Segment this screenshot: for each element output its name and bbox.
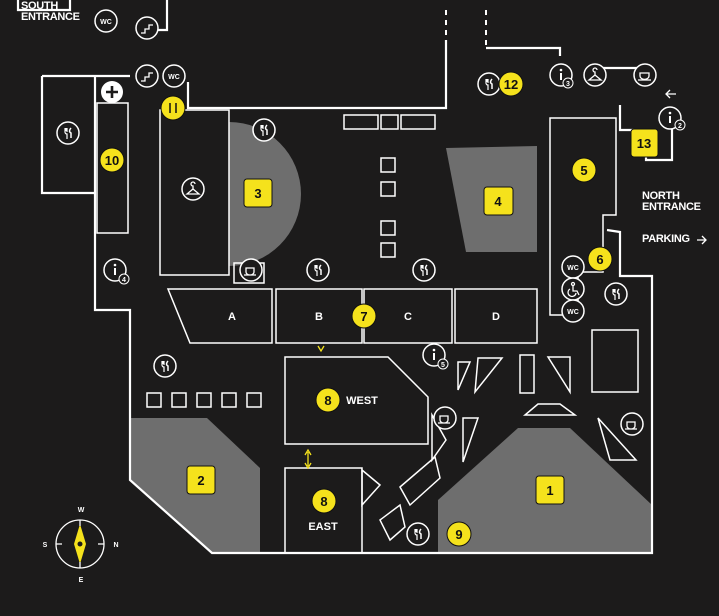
entrance-lines <box>445 10 487 46</box>
toilet-icon <box>94 9 118 33</box>
restaurant-icon <box>412 258 436 282</box>
restaurant-icon <box>153 354 177 378</box>
room-b-label: B <box>315 311 323 323</box>
cafe-icon <box>433 406 457 430</box>
toilet-icon: WC <box>100 19 112 26</box>
toilet-icon: WC <box>567 265 579 272</box>
hall-3-label: 3 <box>254 186 261 201</box>
exhibition-zones <box>130 122 652 553</box>
compass-e-label: E <box>79 577 84 584</box>
hall-7-label: 7 <box>360 309 367 324</box>
arrow-icon <box>665 89 676 99</box>
toilet-icon <box>162 64 186 88</box>
north-entrance-line1: NORTH <box>642 190 680 202</box>
compass-n-label: N <box>113 542 118 549</box>
hall-4-label: 4 <box>494 194 502 209</box>
compass-s-label: S <box>43 542 48 549</box>
restaurant-icon <box>56 121 80 145</box>
north-entrance-line2: ENTRANCE <box>642 201 701 213</box>
stairs-icon <box>135 16 159 40</box>
parking-label[interactable]: PARKING <box>642 233 690 245</box>
south-entrance-line2: ENTRANCE <box>21 11 80 23</box>
hall-east-label: EAST <box>308 521 338 533</box>
south-entrance-label[interactable]: SOUTH ENTRANCE <box>21 1 80 23</box>
toilet-icon: WC <box>168 74 180 81</box>
hall-8-west-number: 8 <box>324 393 331 408</box>
toilet-icon: WC <box>567 309 579 316</box>
info-icon: 2 <box>668 111 686 131</box>
hall-2-label: 2 <box>197 473 204 488</box>
svg-text:2: 2 <box>678 123 682 130</box>
info-icon: 3 <box>559 68 574 89</box>
passage-arrows <box>304 345 325 470</box>
hall-9-label: 9 <box>455 527 462 542</box>
restaurant-icon <box>604 282 628 306</box>
hall-1-label: 1 <box>546 483 553 498</box>
svg-text:3: 3 <box>566 81 570 88</box>
restaurant-icon <box>406 522 430 546</box>
hall-5-label: 5 <box>580 163 587 178</box>
restaurant-icon <box>252 118 276 142</box>
north-entrance-label[interactable]: NORTH ENTRANCE <box>642 191 701 213</box>
cafe-icon <box>633 63 657 87</box>
room-a-label: A <box>228 311 236 323</box>
cafe-icon <box>239 258 263 282</box>
hall-13-label: 13 <box>637 136 651 151</box>
hall-10-label: 10 <box>105 153 119 168</box>
hall-markers <box>99 71 659 547</box>
stairs-icon <box>135 64 159 88</box>
info-icon: 5 <box>432 348 449 370</box>
compass-icon: W E S N <box>43 507 119 584</box>
room-d-label: D <box>492 311 500 323</box>
info-icon: 4 <box>113 263 130 285</box>
interior-walls <box>96 102 639 554</box>
hall-8-east-number: 8 <box>320 494 327 509</box>
arrow-icon <box>697 235 707 245</box>
toilet-icon <box>561 299 585 323</box>
restaurant-icon <box>306 258 330 282</box>
cafe-icon <box>620 412 644 436</box>
hall-west-label: WEST <box>346 395 378 407</box>
compass-w-label: W <box>78 507 85 514</box>
restaurant-icon <box>477 72 501 96</box>
south-entrance-line1: SOUTH <box>21 0 59 12</box>
hall-6-label: 6 <box>596 252 603 267</box>
svg-text:5: 5 <box>441 362 445 369</box>
svg-text:4: 4 <box>122 277 126 284</box>
room-c-label: C <box>404 311 412 323</box>
hall-12-label: 12 <box>504 77 518 92</box>
